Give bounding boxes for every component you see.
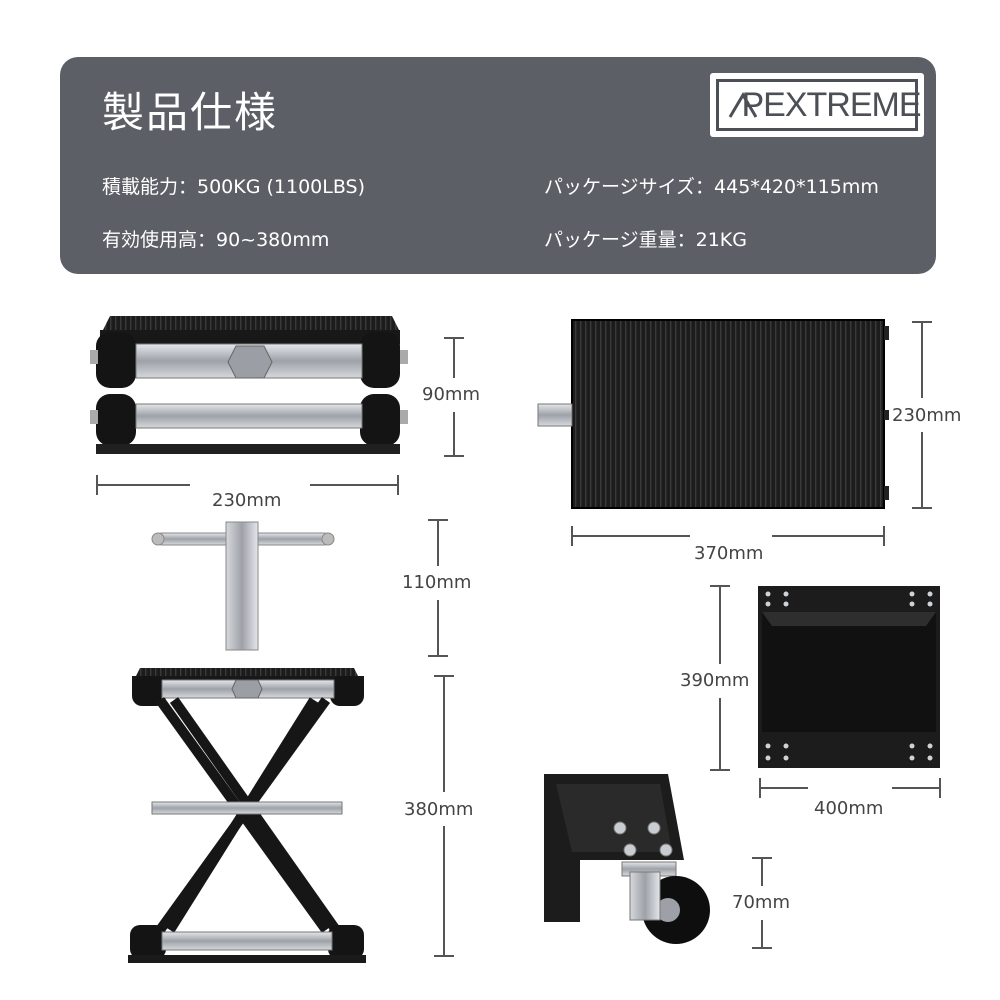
top-plate-image bbox=[537, 319, 889, 509]
dimension-lines bbox=[96, 321, 941, 957]
spec-load-capacity: 積載能力：500KG (1100LBS) bbox=[102, 176, 366, 198]
dim-handle-length: 110mm bbox=[402, 572, 472, 593]
spec-package-weight: パッケージ重量：21KG bbox=[544, 229, 747, 251]
spec-package-size: パッケージサイズ：445*420*115mm bbox=[544, 176, 879, 198]
tray-image bbox=[758, 586, 940, 768]
dim-caster-height: 70mm bbox=[732, 892, 790, 913]
folded-jack-image bbox=[90, 316, 408, 454]
brand-logo: PEXTREME bbox=[710, 73, 924, 137]
dim-top-width: 230mm bbox=[892, 405, 962, 426]
dim-tray-width: 400mm bbox=[814, 798, 884, 819]
dim-max-height: 380mm bbox=[404, 799, 474, 820]
logo-frame bbox=[716, 79, 918, 131]
handle-image bbox=[151, 521, 335, 651]
dim-tray-length: 390mm bbox=[680, 670, 750, 691]
spec-panel: 製品仕様 PEXTREME 積載能力：500KG (1100LBS) 有効使用高… bbox=[60, 57, 936, 274]
logo-caret-icon bbox=[728, 92, 758, 118]
spec-effective-height: 有効使用高：90~380mm bbox=[102, 229, 330, 251]
dim-folded-height: 90mm bbox=[422, 384, 480, 405]
dim-top-length: 370mm bbox=[694, 543, 764, 564]
logo-text: PEXTREME bbox=[741, 85, 921, 124]
extended-jack-image bbox=[128, 668, 366, 963]
spec-title: 製品仕様 bbox=[102, 88, 279, 137]
caster-image bbox=[544, 774, 710, 944]
dim-folded-width: 230mm bbox=[212, 490, 282, 511]
